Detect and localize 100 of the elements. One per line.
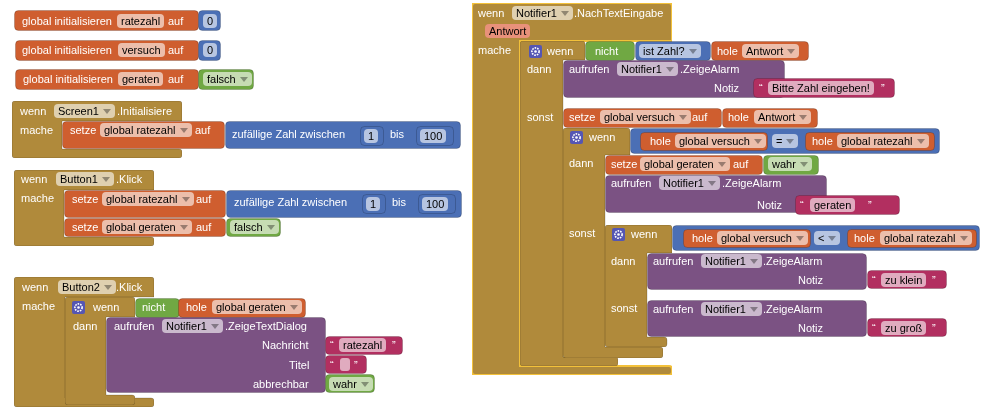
dropdown-field: Button2 bbox=[58, 280, 116, 294]
block-label: auf bbox=[692, 110, 708, 124]
variable-block bbox=[178, 298, 306, 318]
value-field: 1 bbox=[366, 197, 381, 211]
dropdown-field: falsch bbox=[230, 220, 279, 234]
value-field: 0 bbox=[203, 14, 218, 28]
dropdown-field: falsch bbox=[203, 72, 252, 86]
value-field: 100 bbox=[422, 197, 449, 211]
block-label: setze bbox=[70, 123, 97, 137]
block-label: auf bbox=[168, 72, 184, 86]
text-block bbox=[867, 318, 947, 337]
logic-block bbox=[325, 374, 375, 393]
block-label: aufrufen bbox=[569, 62, 610, 76]
block-label: sonst bbox=[527, 110, 554, 124]
value-field: Bitte Zahl eingeben! bbox=[768, 81, 874, 95]
block-label: nicht bbox=[142, 300, 166, 314]
math-block bbox=[226, 190, 462, 218]
math-block bbox=[635, 41, 711, 61]
procedure-call-block bbox=[647, 253, 867, 290]
block-label: “ bbox=[759, 81, 763, 95]
block-label: “ bbox=[872, 273, 876, 287]
block-label: “ bbox=[330, 358, 334, 372]
dropdown-field: wahr bbox=[329, 377, 373, 391]
dropdown-field: = bbox=[772, 134, 799, 148]
block-label: auf bbox=[195, 123, 211, 137]
block-label: auf bbox=[733, 157, 749, 171]
dropdown-field: Notifier1 bbox=[659, 176, 720, 190]
block-label: .ZeigeAlarm bbox=[763, 254, 823, 268]
dropdown-field: Notifier1 bbox=[162, 319, 223, 333]
block-label: dann bbox=[611, 254, 636, 268]
block-label: mache bbox=[478, 43, 512, 57]
text-block bbox=[795, 195, 900, 215]
value-field: versuch bbox=[118, 43, 165, 57]
variable-block bbox=[563, 108, 722, 128]
dropdown-field: wahr bbox=[768, 157, 812, 171]
math-block bbox=[672, 225, 980, 251]
variable-block bbox=[15, 40, 199, 61]
math-block bbox=[360, 126, 384, 146]
block-label: hole bbox=[717, 44, 738, 58]
logic-block bbox=[135, 298, 180, 318]
block-label: sonst bbox=[611, 301, 638, 315]
variable-block bbox=[62, 121, 225, 149]
block-label: ” bbox=[868, 198, 872, 212]
block-label: global initialisieren bbox=[23, 72, 113, 86]
block-label: dann bbox=[73, 319, 98, 333]
block-label: ” bbox=[932, 273, 936, 287]
dropdown-field: Screen1 bbox=[54, 104, 115, 118]
block-label: Notiz bbox=[757, 198, 783, 212]
block-label: hole bbox=[692, 231, 713, 245]
block-label: setze bbox=[569, 110, 596, 124]
value-field: zu groß bbox=[881, 321, 927, 335]
math-block bbox=[225, 121, 461, 149]
block-label: setze bbox=[72, 220, 99, 234]
dropdown-field: global geraten bbox=[102, 220, 192, 234]
dropdown-field: Notifier1 bbox=[701, 254, 762, 268]
value-field: 100 bbox=[420, 129, 447, 143]
block-label: ” bbox=[881, 81, 885, 95]
block-label: Nachricht bbox=[262, 338, 309, 352]
dropdown-field: global ratezahl bbox=[100, 123, 192, 137]
block-label: auf bbox=[196, 192, 212, 206]
block-label: zufällige Zahl zwischen bbox=[234, 195, 348, 209]
block-label: zufällige Zahl zwischen bbox=[232, 127, 346, 141]
dropdown-field: global ratezahl bbox=[102, 192, 194, 206]
block-label: hole bbox=[186, 300, 207, 314]
block-label: nicht bbox=[595, 44, 619, 58]
block-label: aufrufen bbox=[611, 176, 652, 190]
block-label: ” bbox=[932, 321, 936, 335]
variable-block bbox=[640, 132, 768, 151]
text-block bbox=[325, 336, 403, 355]
block-label: wenn bbox=[547, 44, 574, 58]
variable-block bbox=[15, 69, 199, 90]
value-field: zu klein bbox=[881, 273, 927, 287]
dropdown-field: ist Zahl? bbox=[639, 44, 701, 58]
logic-block bbox=[763, 155, 819, 175]
block-label: hole bbox=[728, 110, 749, 124]
dropdown-field: Antwort bbox=[742, 44, 800, 58]
block-label: .Initialisiere bbox=[117, 104, 173, 118]
block-label: .ZeigeAlarm bbox=[680, 62, 740, 76]
block-label: aufrufen bbox=[653, 302, 694, 316]
value-field: geraten bbox=[118, 72, 164, 86]
math-block bbox=[630, 128, 940, 154]
block-label: wenn bbox=[478, 6, 505, 20]
logic-block bbox=[585, 41, 635, 61]
block-label: “ bbox=[800, 198, 804, 212]
dropdown-field: Antwort bbox=[754, 110, 812, 124]
dropdown-field: global ratezahl bbox=[837, 134, 929, 148]
block-label: wenn bbox=[21, 172, 48, 186]
variable-block bbox=[805, 132, 935, 151]
block-label: “ bbox=[330, 338, 334, 352]
block-label: “ bbox=[872, 321, 876, 335]
block-label: mache bbox=[21, 191, 55, 205]
math-block bbox=[418, 194, 456, 214]
variable-block bbox=[64, 218, 226, 237]
value-field: 1 bbox=[364, 129, 379, 143]
block-label: .NachTextEingabe bbox=[574, 6, 664, 20]
math-block bbox=[362, 194, 386, 214]
variable-block bbox=[847, 229, 977, 248]
block-label: wenn bbox=[20, 104, 47, 118]
procedure-call-block bbox=[647, 300, 867, 337]
block-label: mache bbox=[20, 123, 54, 137]
